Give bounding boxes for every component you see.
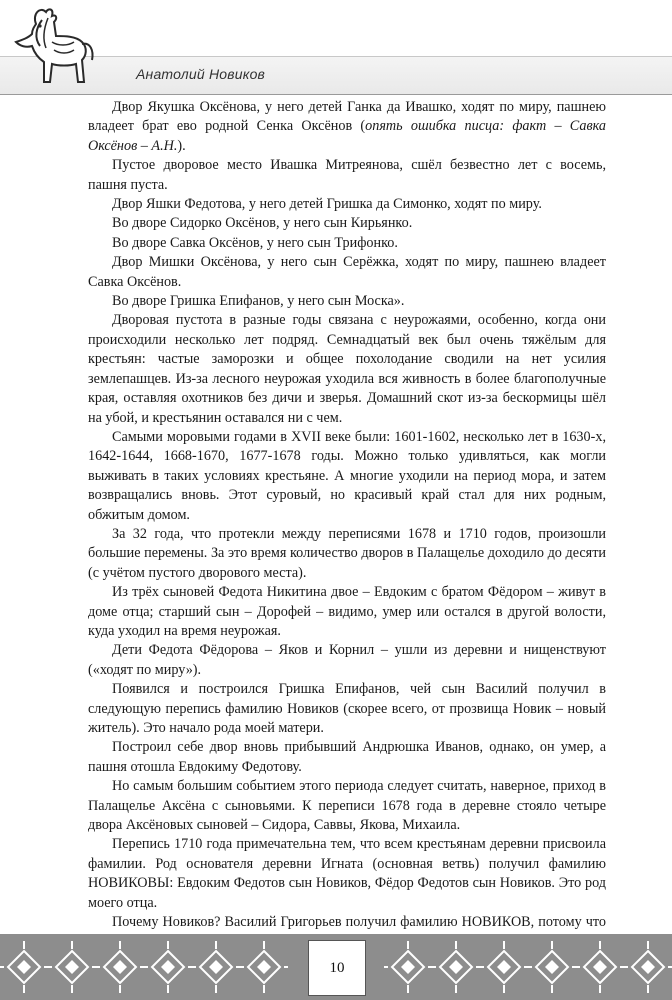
- page-header: Анатолий Новиков: [0, 0, 672, 96]
- ornament-tile: [0, 941, 48, 993]
- running-head: Анатолий Новиков: [136, 66, 266, 82]
- body-paragraph: Перепись 1710 года примечательна тем, чт…: [88, 835, 606, 913]
- paragraph-text: Из трёх сыновей Федота Никитина двое – Е…: [88, 584, 606, 639]
- paragraph-text: Пустое дворовое место Ивашка Митреянова,…: [88, 157, 606, 193]
- body-paragraph: За 32 года, что протекли между переписям…: [88, 525, 606, 583]
- paragraph-text: Во дворе Сидорко Оксёнов, у него сын Кир…: [112, 215, 413, 232]
- body-paragraph: Во дворе Савка Оксёнов, у него сын Трифо…: [88, 234, 606, 253]
- body-paragraph: Дворовая пустота в разные годы связана с…: [88, 311, 606, 427]
- ornament-tile: [96, 941, 144, 993]
- paragraph-text: Но самым большим событием этого периода …: [88, 778, 606, 834]
- paragraph-text: Дети Федота Фёдорова – Яков и Корнил – у…: [88, 642, 606, 678]
- ornament-tile: [240, 941, 288, 993]
- paragraph-text: Самыми моровыми годами в XVII веке были:…: [88, 428, 606, 523]
- paragraph-text-tail: ).: [177, 137, 186, 154]
- ornament-tile: [144, 941, 192, 993]
- paragraph-text: Двор Якушка Оксёнова, у него детей Ганка…: [88, 99, 606, 135]
- body-paragraph: Построил себе двор вновь прибывший Андрю…: [88, 738, 606, 777]
- folk-ornament-icon: [0, 941, 672, 993]
- header-divider: [0, 56, 672, 57]
- paragraph-text: Двор Яшки Федотова, у него детей Гришка …: [112, 196, 542, 213]
- body-paragraph: Дети Федота Фёдорова – Яков и Корнил – у…: [88, 641, 606, 680]
- body-paragraph: Пустое дворовое место Ивашка Митреянова,…: [88, 156, 606, 195]
- ornament-tile: [192, 941, 240, 993]
- paragraph-text: За 32 года, что протекли между переписям…: [88, 525, 606, 581]
- ornament-tile: [432, 941, 480, 993]
- body-paragraph: Самыми моровыми годами в XVII веке были:…: [88, 428, 606, 525]
- header-band: [0, 56, 672, 95]
- ornament-tile: [624, 941, 672, 993]
- body-paragraph: Появился и построился Гришка Епифанов, ч…: [88, 680, 606, 738]
- horse-icon: [14, 8, 94, 83]
- body-paragraph: Во дворе Гришка Епифанов, у него сын Мос…: [88, 292, 606, 311]
- body-paragraph: Из трёх сыновей Федота Никитина двое – Е…: [88, 583, 606, 641]
- body-paragraph: Двор Якушка Оксёнова, у него детей Ганка…: [88, 98, 606, 156]
- ornament-tile: [480, 941, 528, 993]
- body-paragraph: Но самым большим событием этого периода …: [88, 777, 606, 835]
- page-number: 10: [329, 959, 345, 976]
- paragraph-text: Перепись 1710 года примечательна тем, чт…: [88, 836, 606, 911]
- ornament-tile: [576, 941, 624, 993]
- paragraph-text: Появился и построился Гришка Епифанов, ч…: [88, 681, 606, 736]
- paragraph-italic-note: опять ошибка писца: факт – Савка Оксёнов…: [88, 118, 606, 154]
- paragraph-text: Во дворе Гришка Епифанов, у него сын Мос…: [112, 293, 405, 310]
- paragraph-text: Построил себе двор вновь прибывший Андрю…: [88, 739, 606, 775]
- body-paragraph: Во дворе Сидорко Оксёнов, у него сын Кир…: [88, 214, 606, 233]
- body-paragraph: Двор Яшки Федотова, у него детей Гришка …: [88, 195, 606, 214]
- paragraph-text: Во дворе Савка Оксёнов, у него сын Трифо…: [112, 234, 398, 251]
- paragraph-text: Дворовая пустота в разные годы связана с…: [88, 312, 606, 426]
- page-body: Двор Якушка Оксёнова, у него детей Ганка…: [88, 98, 606, 952]
- body-paragraph: Двор Мишки Оксёнова, у него сын Серёжка,…: [88, 253, 606, 292]
- page-number-box: 10: [308, 940, 366, 996]
- ornament-tile: [48, 941, 96, 993]
- paragraph-text: Двор Мишки Оксёнова, у него сын Серёжка,…: [88, 254, 606, 290]
- ornament-tile: [384, 941, 432, 993]
- ornament-tile: [528, 941, 576, 993]
